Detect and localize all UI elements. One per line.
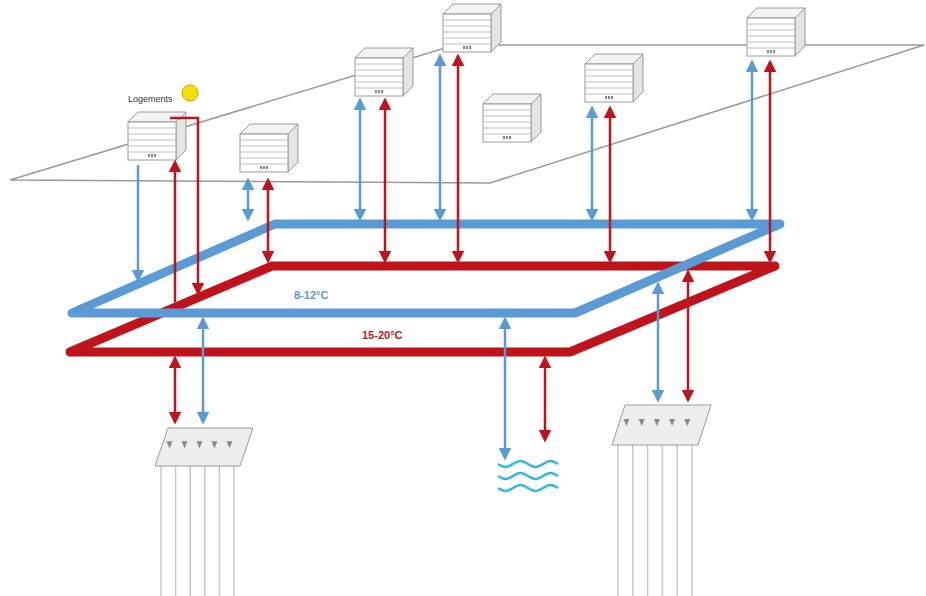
flow-arrow xyxy=(457,56,460,261)
building xyxy=(355,48,413,96)
flow-arrow xyxy=(174,162,177,302)
flow-arrow xyxy=(504,319,507,458)
probe-field xyxy=(155,428,253,596)
flow-arrow xyxy=(657,284,660,400)
flow-arrow xyxy=(591,108,594,219)
flow-arrow xyxy=(769,62,772,261)
flow-arrow xyxy=(439,56,442,219)
building xyxy=(747,8,805,56)
flow-arrow xyxy=(247,180,250,219)
flow-arrow xyxy=(202,319,205,422)
flow-arrow xyxy=(384,100,387,261)
temperature-label: 8-12°C xyxy=(292,289,330,301)
flow-arrow xyxy=(170,118,198,293)
flow-arrow xyxy=(267,180,270,261)
flow-arrow xyxy=(687,272,690,400)
flow-arrow xyxy=(137,165,140,280)
flow-arrow xyxy=(544,358,547,440)
building xyxy=(443,4,501,52)
building xyxy=(240,124,298,172)
building-label: Logements xyxy=(126,95,175,105)
building xyxy=(585,54,643,102)
flow-arrow xyxy=(609,108,612,261)
water-symbol xyxy=(498,461,558,491)
flow-arrow xyxy=(359,100,362,219)
flow-arrow xyxy=(751,62,754,219)
building xyxy=(483,94,541,142)
temperature-label: 15-20°C xyxy=(360,329,404,341)
ground-plane xyxy=(10,45,924,183)
cold-loop xyxy=(72,224,780,313)
probe-field xyxy=(612,405,711,596)
flow-arrow xyxy=(174,358,177,422)
sun-symbol xyxy=(182,85,198,101)
